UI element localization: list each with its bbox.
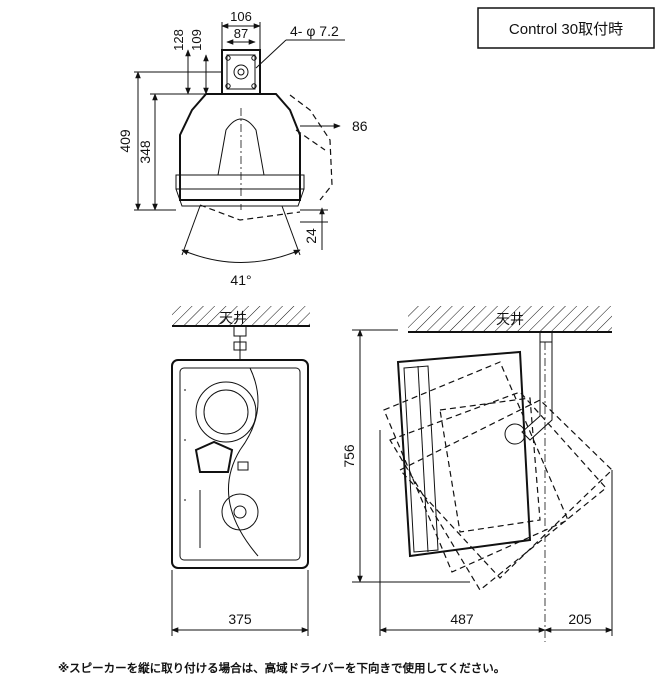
ceiling-label-side: 天井: [496, 311, 524, 327]
dim-overall-height: 409: [117, 129, 133, 153]
top-dimensions: 106 87 4- φ 7.2 128 109 409 348 86 24 41…: [117, 9, 368, 288]
dim-bottom-offset: 24: [303, 228, 319, 244]
side-dimensions: 756 487 205: [341, 329, 613, 636]
dim-front-width: 375: [228, 611, 252, 627]
dim-tilt-offset: 86: [352, 118, 368, 134]
footnote: ※スピーカーを縦に取り付ける場合は、高域ドライバーを下向きで使用してください。: [58, 661, 505, 675]
dim-bracket-h1: 128: [171, 29, 186, 51]
dim-body-height: 348: [137, 140, 153, 164]
dim-top-width-outer: 106: [230, 9, 252, 24]
dim-angle: 41°: [230, 272, 251, 288]
dim-side-offset: 205: [568, 611, 592, 627]
dim-bracket-h2: 109: [189, 29, 204, 51]
side-view: 天井: [383, 306, 613, 642]
dim-hole-spec: 4- φ 7.2: [290, 23, 339, 39]
dim-top-width-inner: 87: [234, 26, 248, 41]
dim-side-height: 756: [341, 444, 357, 468]
title-text: Control 30取付時: [509, 21, 623, 38]
front-view: 天井: [171, 306, 310, 569]
title-box: Control 30取付時: [477, 7, 655, 49]
dim-side-depth: 487: [450, 611, 474, 627]
front-dimensions: 375: [171, 570, 309, 636]
ceiling-label-front: 天井: [219, 310, 247, 326]
